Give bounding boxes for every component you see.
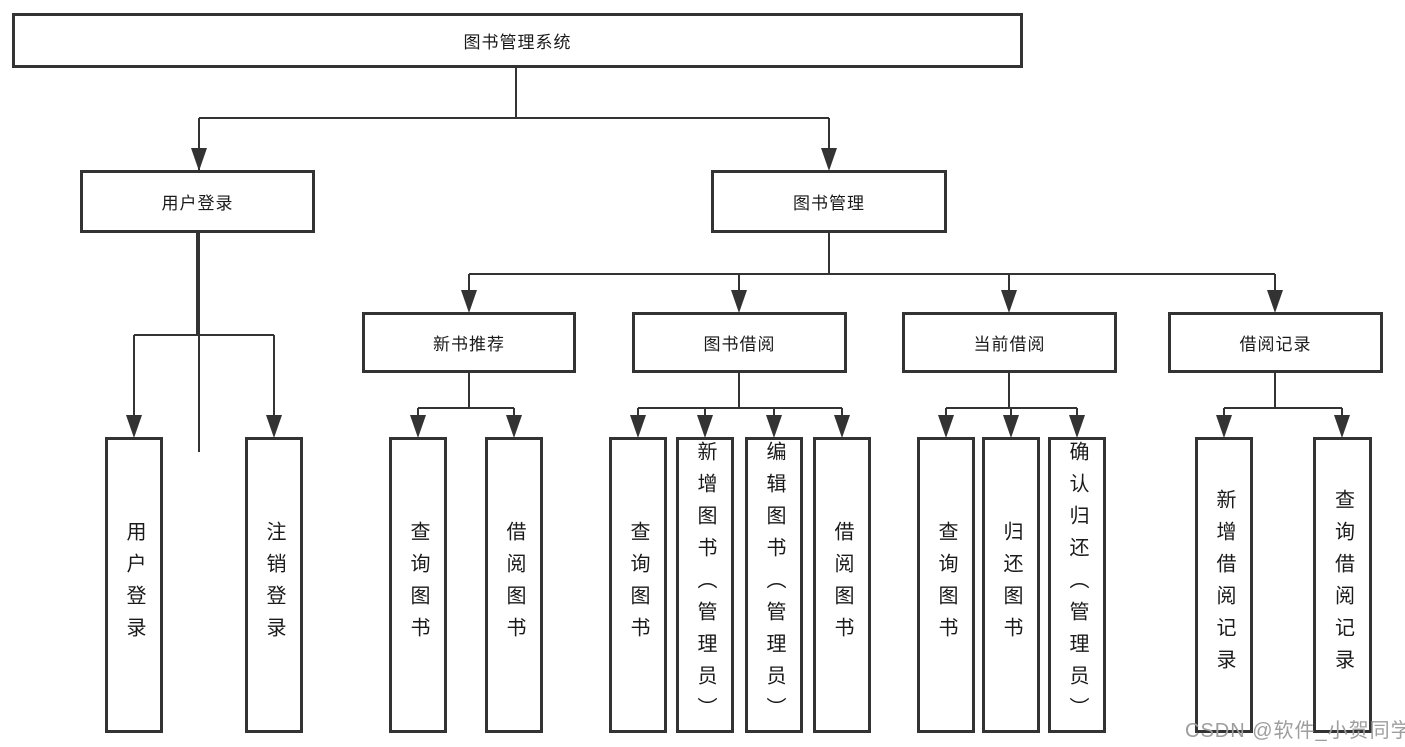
leaf-borrow-query-books: 查询图书	[609, 437, 667, 733]
node-book-management-module: 图书管理	[711, 170, 947, 233]
arrowheads	[126, 148, 1350, 438]
node-root-system: 图书管理系统	[12, 13, 1023, 68]
node-user-login-module: 用户登录	[80, 170, 315, 233]
leaf-recommend-borrow-books: 借阅图书	[485, 437, 543, 733]
node-book-borrow: 图书借阅	[632, 312, 847, 373]
node-new-book-recommend: 新书推荐	[362, 312, 576, 373]
leaf-return-books: 归还图书	[982, 437, 1040, 733]
leaf-add-borrow-record: 新增借阅记录	[1195, 437, 1253, 733]
node-current-borrow: 当前借阅	[902, 312, 1117, 373]
leaf-add-books-admin: 新增图书（管理员）	[676, 437, 734, 733]
leaf-recommend-query-books: 查询图书	[389, 437, 447, 733]
csdn-watermark: CSDN @软件_小贺同学	[1185, 720, 1405, 742]
leaf-borrow-books: 借阅图书	[813, 437, 871, 733]
leaf-current-query-books: 查询图书	[917, 437, 975, 733]
leaf-query-borrow-record: 查询借阅记录	[1313, 437, 1372, 733]
node-borrow-records: 借阅记录	[1168, 312, 1383, 373]
leaf-logout: 注销登录	[245, 437, 303, 733]
leaf-confirm-return-admin: 确认归还（管理员）	[1048, 437, 1106, 733]
leaf-user-login: 用户登录	[105, 437, 163, 733]
leaf-edit-books-admin: 编辑图书（管理员）	[745, 437, 803, 733]
